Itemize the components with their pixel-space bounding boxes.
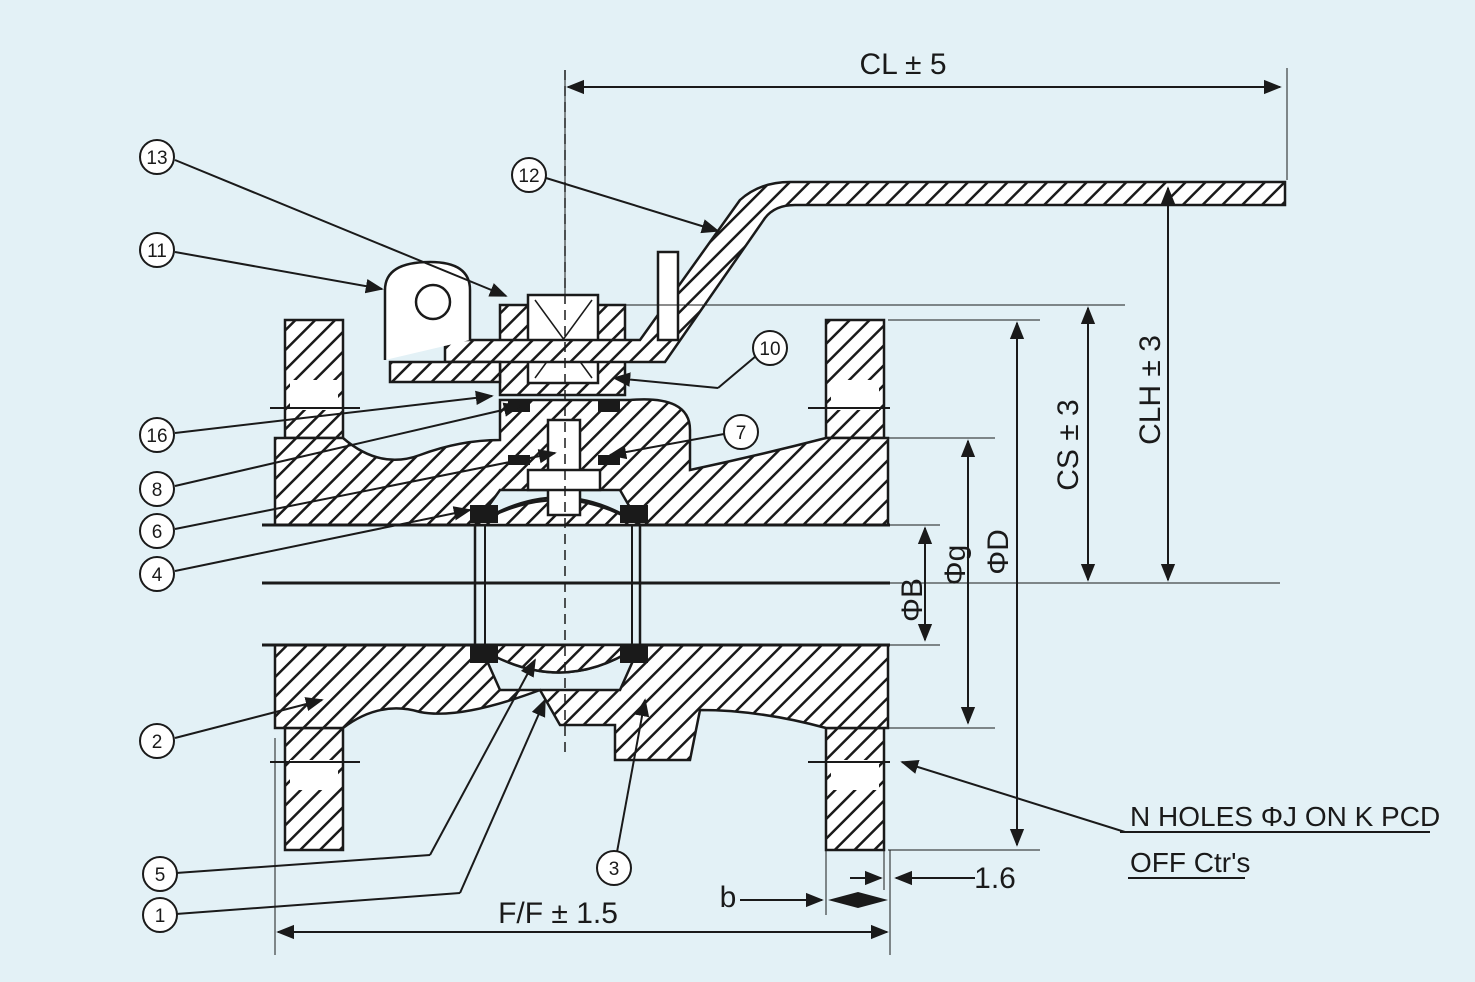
dim-od-label: ΦD bbox=[982, 529, 1015, 575]
balloon-3: 3 bbox=[596, 698, 650, 886]
balloon-label: 8 bbox=[152, 480, 163, 501]
upper-body-section bbox=[273, 398, 890, 527]
ball-bottom-section bbox=[470, 643, 645, 674]
extension-lines bbox=[274, 68, 1288, 955]
dimension-raised-face: 1.6 bbox=[850, 862, 1016, 895]
balloon-label: 1 bbox=[155, 906, 166, 927]
balloon-label: 4 bbox=[152, 565, 163, 586]
left-flange-top bbox=[283, 318, 345, 440]
balloon-label: 13 bbox=[146, 148, 167, 169]
dimension-cs: CS ± 3 bbox=[1052, 306, 1096, 582]
right-flange-top bbox=[824, 318, 886, 440]
dim-g-label: Φg bbox=[939, 545, 972, 586]
balloon-16: 16 bbox=[139, 390, 494, 453]
dimension-b: b bbox=[720, 881, 888, 914]
balloon-1: 1 bbox=[142, 698, 546, 933]
balloon-label: 7 bbox=[736, 423, 747, 444]
balloon-10: 10 bbox=[612, 330, 788, 389]
balloon-label: 3 bbox=[609, 859, 620, 880]
note-holes-line2: OFF Ctr's bbox=[1130, 847, 1250, 878]
dimension-cl: CL ± 5 bbox=[566, 48, 1282, 95]
balloon-8: 8 bbox=[139, 402, 522, 507]
dimension-bore: ΦB bbox=[896, 526, 933, 642]
stop-tab bbox=[656, 250, 680, 342]
thrust-washer-right bbox=[598, 455, 620, 465]
lower-body-section bbox=[273, 643, 890, 762]
balloon-5: 5 bbox=[142, 658, 536, 892]
dimension-g: Φg bbox=[939, 439, 976, 725]
balloon-13: 13 bbox=[139, 139, 508, 297]
dimension-clh: CLH ± 3 bbox=[1134, 186, 1176, 582]
seat-right-top bbox=[620, 505, 648, 523]
seat-right-bottom bbox=[620, 645, 648, 663]
stem bbox=[546, 418, 582, 517]
balloon-label: 11 bbox=[147, 241, 167, 262]
dim-b-label: b bbox=[720, 881, 737, 914]
balloon-label: 12 bbox=[518, 166, 539, 187]
valve-body bbox=[262, 70, 1287, 852]
note-holes-line1: N HOLES ΦJ ON K PCD bbox=[1130, 801, 1440, 832]
handle-lever bbox=[443, 180, 1287, 364]
balloon-label: 10 bbox=[759, 339, 780, 360]
balloon-label: 6 bbox=[152, 522, 163, 543]
balloon-4: 4 bbox=[139, 506, 472, 592]
dim-raised-face-label: 1.6 bbox=[974, 862, 1016, 895]
balloon-12: 12 bbox=[511, 157, 720, 234]
seat-left-bottom bbox=[470, 645, 498, 663]
balloon-label: 2 bbox=[152, 732, 163, 753]
flange-hole-note: N HOLES ΦJ ON K PCD OFF Ctr's bbox=[900, 759, 1440, 879]
lock-plate-base bbox=[388, 360, 502, 384]
dim-clh-label: CLH ± 3 bbox=[1134, 335, 1167, 445]
balloon-11: 11 bbox=[139, 232, 384, 294]
packing-right bbox=[598, 400, 620, 412]
balloon-6: 6 bbox=[139, 449, 557, 549]
balloon-label: 5 bbox=[155, 865, 166, 886]
seat-left-top bbox=[470, 505, 498, 523]
balloon-2: 2 bbox=[139, 697, 324, 759]
dim-cl-label: CL ± 5 bbox=[859, 48, 946, 81]
dimension-ff: F/F ± 1.5 bbox=[276, 897, 889, 940]
balloon-7: 7 bbox=[608, 414, 759, 460]
dim-bore-label: ΦB bbox=[896, 578, 929, 622]
balloon-label: 16 bbox=[146, 426, 167, 447]
dim-cs-label: CS ± 3 bbox=[1052, 399, 1085, 491]
dim-ff-label: F/F ± 1.5 bbox=[498, 897, 618, 930]
dimension-od: ΦD bbox=[982, 321, 1025, 847]
